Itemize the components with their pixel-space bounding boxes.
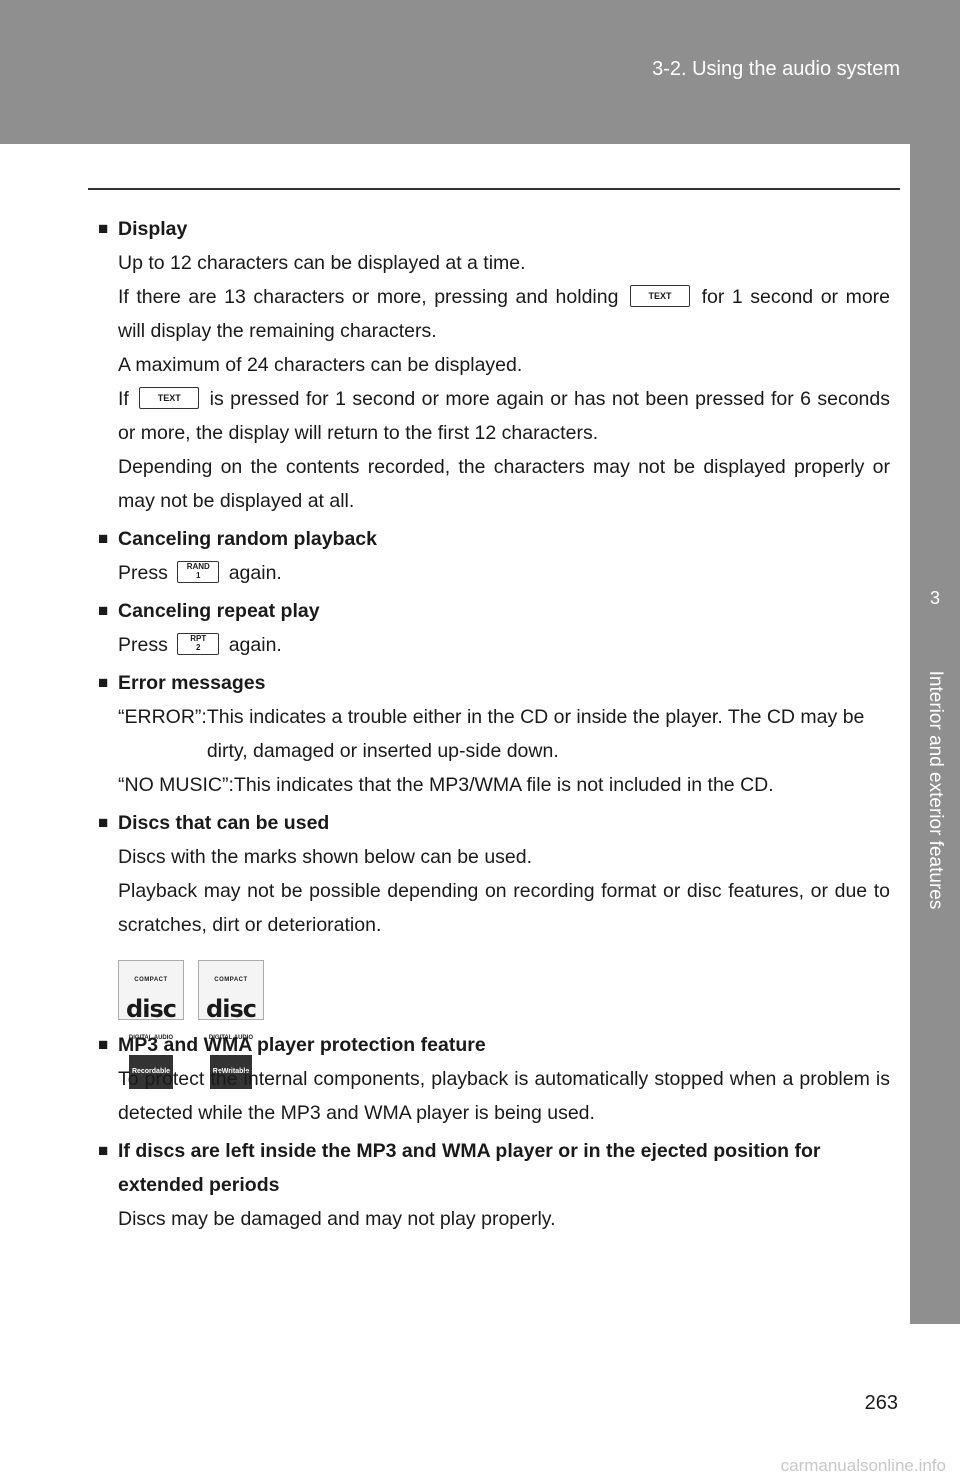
compact-disc-rewritable-logo: COMPACT disc DIGITAL AUDIO ReWritable	[198, 960, 264, 1089]
header-rule	[88, 188, 900, 190]
section-heading-random: ■ Canceling random playback	[98, 522, 890, 556]
section-title: Display	[118, 218, 188, 240]
section-heading-display: ■ Display	[98, 212, 890, 246]
logo-top-text: COMPACT	[134, 977, 168, 983]
key-top-label: RPT	[190, 633, 207, 643]
text-span: Press	[118, 634, 168, 656]
logo-mid-text: DIGITAL AUDIO	[208, 1035, 254, 1041]
section-title: Canceling repeat play	[118, 600, 320, 622]
error-entry: “ERROR”: This indicates a trouble either…	[98, 700, 890, 768]
paragraph: Discs may be damaged and may not play pr…	[118, 1208, 556, 1230]
section-header-title: 3-2. Using the audio system	[652, 58, 900, 80]
chapter-label: Interior and exterior features	[925, 670, 946, 910]
compact-disc-recordable-logo: COMPACT disc DIGITAL AUDIO Recordable	[118, 960, 184, 1089]
logo-bottom-text: ReWritable	[209, 1055, 253, 1089]
error-label: “ERROR”:	[118, 706, 207, 728]
key-bottom-label: 2	[196, 642, 201, 652]
paragraph: If TEXT is pressed for 1 second or more …	[98, 382, 890, 450]
disc-logos: COMPACT disc DIGITAL AUDIO Recordable CO…	[98, 960, 890, 1089]
paragraph: Up to 12 characters can be displayed at …	[118, 252, 526, 274]
section-heading-left-inside: ■ If discs are left inside the MP3 and W…	[98, 1134, 890, 1202]
section-heading-errors: ■ Error messages	[98, 666, 890, 700]
text-span: again.	[228, 562, 282, 584]
text-button-icon: TEXT	[630, 284, 691, 307]
logo-disc-text: disc	[126, 995, 177, 1023]
bullet-icon: ■	[98, 529, 109, 548]
text-button-icon: TEXT	[139, 386, 200, 409]
chapter-side-tab	[910, 144, 960, 1324]
bullet-icon: ■	[98, 1035, 109, 1054]
text-span: is pressed for 1 second or more again or…	[118, 388, 890, 444]
key-top-label: RAND	[186, 561, 210, 571]
page-content: ■ Display Up to 12 characters can be dis…	[98, 212, 890, 1236]
paragraph: Playback may not be possible depending o…	[118, 880, 890, 936]
text-span: again.	[228, 634, 282, 656]
logo-mid-text: DIGITAL AUDIO	[128, 1035, 174, 1041]
paragraph: If there are 13 characters or more, pres…	[98, 280, 890, 348]
watermark: carmanualsonline.info	[780, 1456, 946, 1475]
page-number: 263	[864, 1392, 898, 1414]
text-span: Press	[118, 562, 168, 584]
section-title: Error messages	[118, 672, 266, 694]
bullet-icon: ■	[98, 1141, 109, 1160]
text-span: for 1 second or more will display the re…	[118, 286, 891, 342]
section-title: MP3 and WMA player protection feature	[118, 1034, 486, 1056]
key-bottom-label: 1	[196, 570, 201, 580]
section-heading-repeat: ■ Canceling repeat play	[98, 594, 890, 628]
chapter-number: 3	[929, 588, 940, 608]
text-span: If	[118, 388, 129, 410]
paragraph: Discs with the marks shown below can be …	[118, 846, 533, 868]
nomusic-entry: “NO MUSIC”:This indicates that the MP3/W…	[118, 774, 774, 796]
error-description: This indicates a trouble either in the C…	[206, 706, 865, 762]
section-title: Discs that can be used	[118, 812, 330, 834]
paragraph: A maximum of 24 characters can be displa…	[118, 354, 523, 376]
paragraph: Depending on the contents recorded, the …	[118, 456, 890, 512]
section-heading-discs: ■ Discs that can be used	[98, 806, 890, 840]
paragraph: To protect the internal components, play…	[118, 1068, 890, 1124]
section-title: Canceling random playback	[118, 528, 377, 550]
bullet-icon: ■	[98, 813, 109, 832]
header-band	[0, 0, 960, 144]
section-title: If discs are left inside the MP3 and WMA…	[118, 1140, 821, 1196]
bullet-icon: ■	[98, 219, 109, 238]
bullet-icon: ■	[98, 601, 109, 620]
logo-top-text: COMPACT	[214, 977, 248, 983]
logo-bottom-text: Recordable	[128, 1055, 174, 1089]
bullet-icon: ■	[98, 673, 109, 692]
section-heading-protection: ■ MP3 and WMA player protection feature	[98, 1028, 890, 1062]
logo-disc-text: disc	[206, 995, 257, 1023]
text-span: If there are 13 characters or more, pres…	[118, 286, 619, 308]
